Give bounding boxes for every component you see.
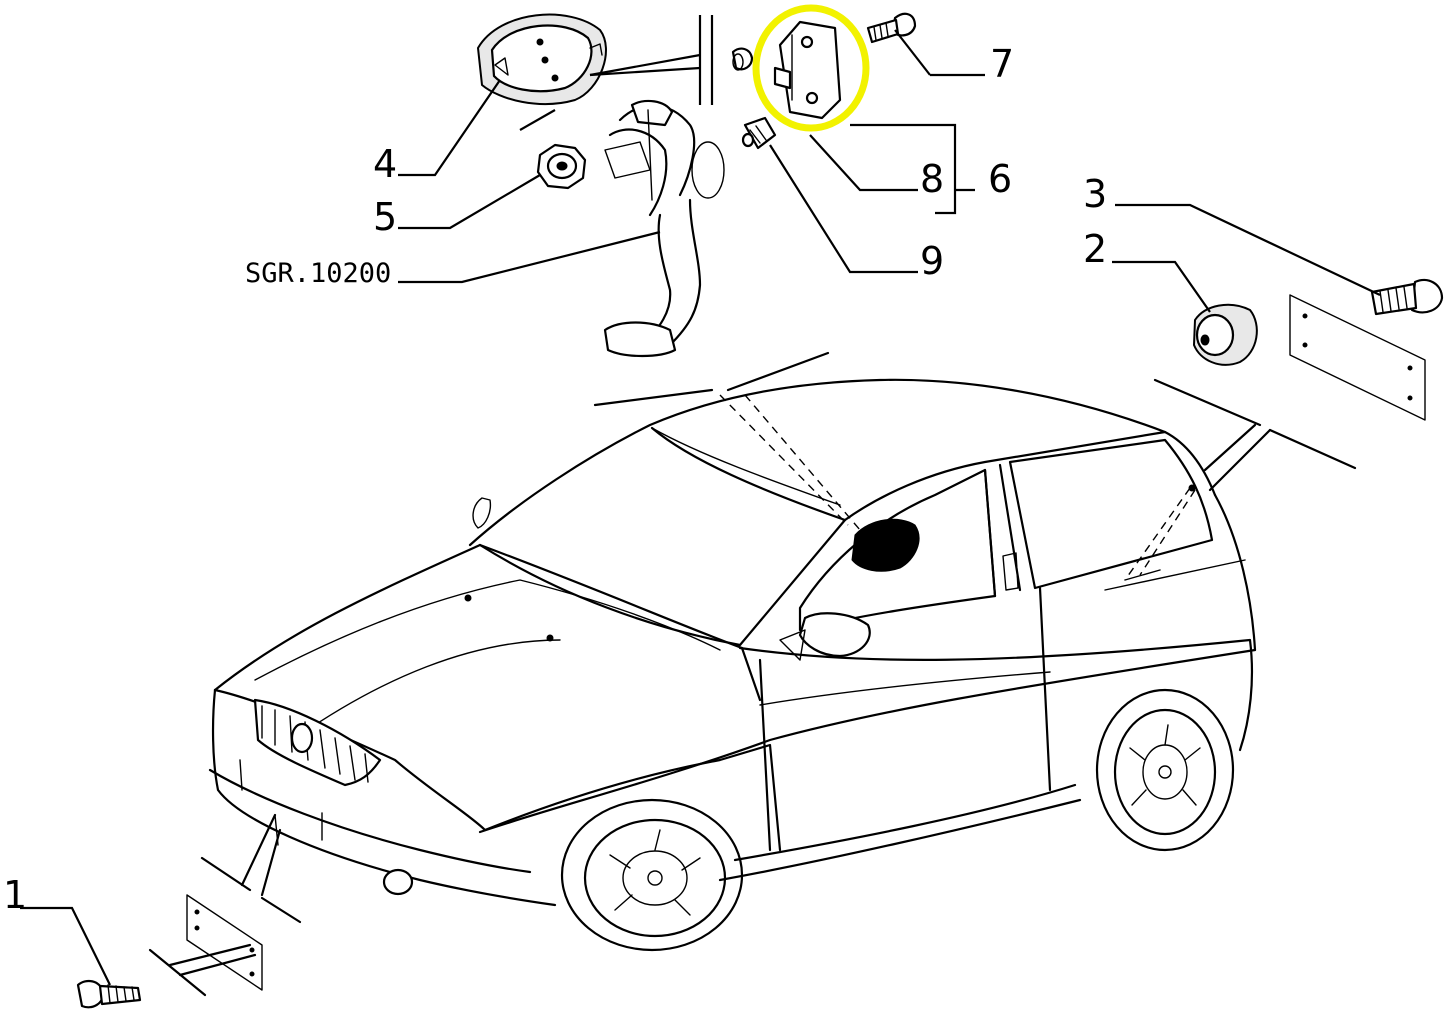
leader-lines: [20, 15, 1381, 986]
screw-1-part: [76, 979, 142, 1009]
reference-label: SGR.10200: [245, 258, 391, 289]
spacer-part: [731, 47, 754, 71]
callout-4: 4: [373, 142, 397, 186]
grommet-part: [1193, 303, 1258, 366]
hex-nut-part: [536, 143, 587, 190]
license-plate-rear: [1289, 294, 1426, 421]
callout-1: 1: [3, 873, 27, 917]
highlight-ring: [752, 4, 870, 132]
screw-7-part: [866, 12, 917, 44]
callout-2: 2: [1083, 227, 1107, 271]
car-illustration: [208, 378, 1257, 952]
license-plate-front: [148, 894, 263, 997]
projection-lines: [200, 351, 1357, 924]
bracket-part: [773, 20, 842, 120]
wiring-harness-part: [603, 99, 725, 358]
callout-9: 9: [920, 239, 944, 283]
callout-5: 5: [373, 195, 397, 239]
mirror-housing-part: [477, 13, 607, 106]
screw-9-part: [741, 116, 777, 150]
callout-3: 3: [1083, 172, 1107, 216]
callout-6: 6: [988, 157, 1012, 201]
screw-3-part: [1370, 278, 1444, 316]
callout-7: 7: [990, 42, 1014, 86]
callout-8: 8: [920, 157, 944, 201]
